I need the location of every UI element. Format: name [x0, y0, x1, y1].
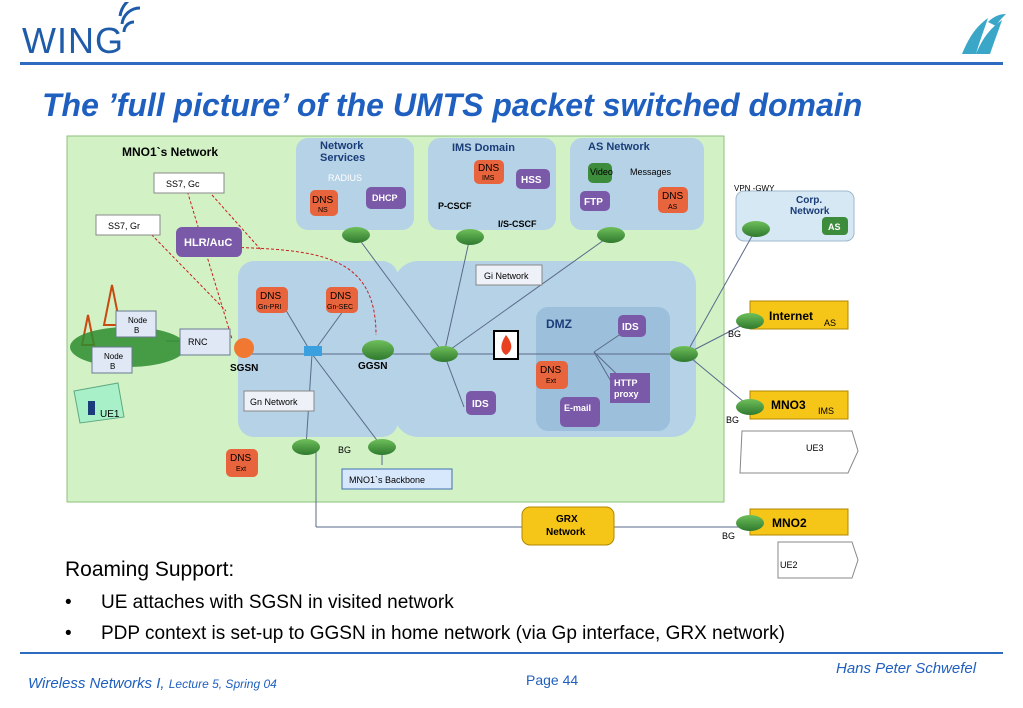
svg-text:FTP: FTP	[584, 197, 603, 208]
svg-text:proxy: proxy	[614, 389, 639, 399]
svg-text:UE1: UE1	[100, 409, 120, 420]
wifi-waves-icon	[118, 2, 141, 33]
svg-text:UE2: UE2	[780, 560, 798, 570]
bullet-item: •PDP context is set-up to GGSN in home n…	[65, 623, 785, 644]
svg-text:Services: Services	[320, 152, 365, 164]
svg-text:B: B	[134, 326, 139, 335]
svg-text:GGSN: GGSN	[358, 361, 387, 372]
svg-text:AS: AS	[668, 204, 678, 211]
svg-text:MNO2: MNO2	[772, 516, 807, 530]
svg-text:DNS: DNS	[312, 195, 333, 206]
ue2-device: UE2	[777, 541, 859, 579]
svg-text:BG: BG	[726, 415, 739, 425]
svg-text:UE3: UE3	[806, 443, 824, 453]
svg-text:DHCP: DHCP	[372, 193, 398, 203]
page-number: Page 44	[526, 672, 579, 688]
svg-text:DNS: DNS	[540, 365, 561, 376]
svg-text:DNS: DNS	[260, 291, 281, 302]
svg-text:Ext: Ext	[546, 378, 556, 385]
svg-text:I/S-CSCF: I/S-CSCF	[498, 219, 537, 229]
svg-text:DNS: DNS	[478, 163, 499, 174]
slide-title: The ’full picture’ of the UMTS packet sw…	[42, 87, 863, 123]
svg-text:MNO3: MNO3	[771, 398, 806, 412]
svg-text:VPN -GWY: VPN -GWY	[734, 184, 775, 193]
sgsn-node	[234, 338, 254, 358]
svg-text:NS: NS	[318, 207, 328, 214]
svg-text:Corp.: Corp.	[796, 195, 822, 206]
svg-text:AS Network: AS Network	[588, 141, 651, 153]
hlr-auc-database	[176, 227, 242, 257]
header-divider	[20, 62, 1003, 65]
bullet-item: •UE attaches with SGSN in visited networ…	[65, 592, 454, 613]
svg-text:Video: Video	[590, 167, 613, 177]
svg-text:DNS: DNS	[330, 291, 351, 302]
dmz-label: DMZ	[546, 317, 572, 331]
footer-course: Wireless Networks I, Lecture 5, Spring 0…	[28, 675, 277, 692]
svg-text:BG: BG	[722, 531, 735, 541]
svg-text:Network: Network	[790, 206, 830, 217]
svg-text:RADIUS: RADIUS	[328, 173, 362, 183]
rnc-box	[179, 328, 231, 356]
svg-text:B: B	[110, 362, 115, 371]
svg-text:Gn Network: Gn Network	[250, 397, 298, 407]
mno2-box	[749, 508, 849, 536]
svg-text:BG: BG	[338, 445, 351, 455]
svg-text:DNS: DNS	[230, 453, 251, 464]
grx-network-box	[521, 506, 615, 546]
bullet-symbol: •	[65, 623, 72, 644]
svg-text:HTTP: HTTP	[614, 378, 638, 388]
ggsn-router	[362, 340, 394, 360]
svg-text:Messages: Messages	[630, 167, 672, 177]
svg-text:HSS: HSS	[521, 175, 542, 186]
svg-text:SGSN: SGSN	[230, 363, 258, 374]
mobile-phone-icon	[88, 401, 95, 415]
roaming-heading: Roaming Support:	[65, 558, 235, 581]
svg-text:Ext: Ext	[236, 466, 246, 473]
svg-text:Node: Node	[128, 316, 148, 325]
svg-text:Gn-SEC: Gn-SEC	[327, 304, 353, 311]
svg-text:IDS: IDS	[622, 322, 639, 333]
umts-network-diagram: MNO1`s Network Network Services IMS Doma…	[66, 135, 859, 546]
cell-tower-icon	[102, 284, 122, 326]
mno1-network-label: MNO1`s Network	[122, 145, 218, 159]
svg-text:AS: AS	[828, 222, 841, 232]
bullet-symbol: •	[65, 592, 72, 613]
svg-text:Network: Network	[546, 527, 586, 538]
svg-text:HLR/AuC: HLR/AuC	[184, 237, 232, 249]
footer-author: Hans Peter Schwefel	[836, 660, 977, 677]
svg-text:IMS: IMS	[482, 175, 495, 182]
svg-text:IDS: IDS	[472, 399, 489, 410]
svg-text:BG: BG	[728, 329, 741, 339]
university-logo-icon	[962, 14, 1006, 54]
svg-text:Node: Node	[104, 352, 124, 361]
internet-box	[749, 300, 849, 330]
svg-text:Network: Network	[320, 140, 364, 152]
svg-text:Gn-PRI: Gn-PRI	[258, 304, 281, 311]
svg-text:P-CSCF: P-CSCF	[438, 201, 472, 211]
svg-text:SS7, Gc: SS7, Gc	[166, 179, 200, 189]
svg-text:E-mail: E-mail	[564, 403, 591, 413]
svg-text:GRX: GRX	[556, 514, 578, 525]
svg-text:SS7, Gr: SS7, Gr	[108, 221, 140, 231]
svg-text:RNC: RNC	[188, 337, 208, 347]
footer-divider	[20, 652, 1003, 654]
backbone-label: MNO1`s Backbone	[349, 475, 425, 485]
svg-text:AS: AS	[824, 318, 836, 328]
wing-logo: WING	[22, 20, 124, 61]
svg-text:IMS Domain: IMS Domain	[452, 142, 515, 154]
svg-text:Gi Network: Gi Network	[484, 271, 529, 281]
svg-text:Internet: Internet	[769, 309, 813, 323]
svg-text:DNS: DNS	[662, 191, 683, 202]
svg-text:IMS: IMS	[818, 406, 834, 416]
